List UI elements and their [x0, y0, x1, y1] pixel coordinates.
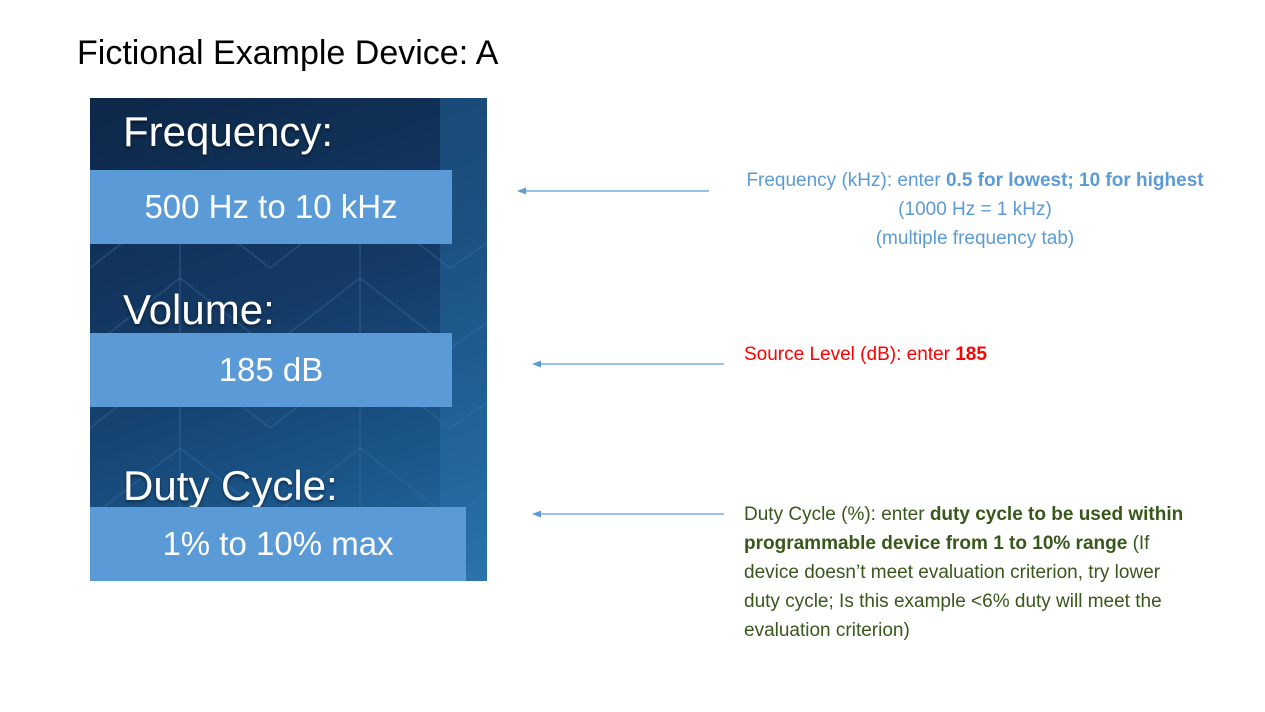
- frequency-note-line2: (1000 Hz = 1 kHz): [898, 199, 1052, 220]
- duty-cycle-value-box: 1% to 10% max: [90, 507, 466, 581]
- frequency-note-prefix: Frequency (kHz): enter: [746, 170, 946, 191]
- frequency-note-line1: Frequency (kHz): enter 0.5 for lowest; 1…: [705, 166, 1245, 195]
- volume-arrow: [532, 360, 724, 368]
- slide-title: Fictional Example Device: A: [77, 34, 499, 72]
- duty-note-rest: (If device doesn’t meet evaluation crite…: [744, 533, 1162, 641]
- duty-note-bold: duty cycle to be used within programmabl…: [744, 504, 1184, 554]
- frequency-note-line3: (multiple frequency tab): [875, 228, 1075, 249]
- duty-cycle-arrow: [532, 510, 724, 518]
- volume-value-box: 185 dB: [90, 333, 452, 407]
- duty-cycle-label: Duty Cycle:: [123, 462, 338, 509]
- device-spec-panel: Frequency: 500 Hz to 10 kHz Volume: 185 …: [90, 98, 487, 581]
- duty-cycle-note: Duty Cycle (%): enter duty cycle to be u…: [744, 500, 1194, 645]
- duty-note-prefix: Duty Cycle (%): enter: [744, 504, 930, 525]
- frequency-note-bold: 0.5 for lowest; 10 for highest: [945, 170, 1204, 191]
- volume-label: Volume:: [123, 286, 275, 333]
- frequency-label: Frequency:: [123, 108, 334, 155]
- frequency-arrow: [517, 187, 709, 195]
- volume-note: Source Level (dB): enter 185: [744, 340, 987, 369]
- frequency-value-box: 500 Hz to 10 kHz: [90, 170, 452, 244]
- volume-note-prefix: Source Level (dB): enter: [744, 344, 956, 365]
- volume-note-bold: 185: [955, 344, 987, 365]
- frequency-note: Frequency (kHz): enter 0.5 for lowest; 1…: [705, 166, 1245, 253]
